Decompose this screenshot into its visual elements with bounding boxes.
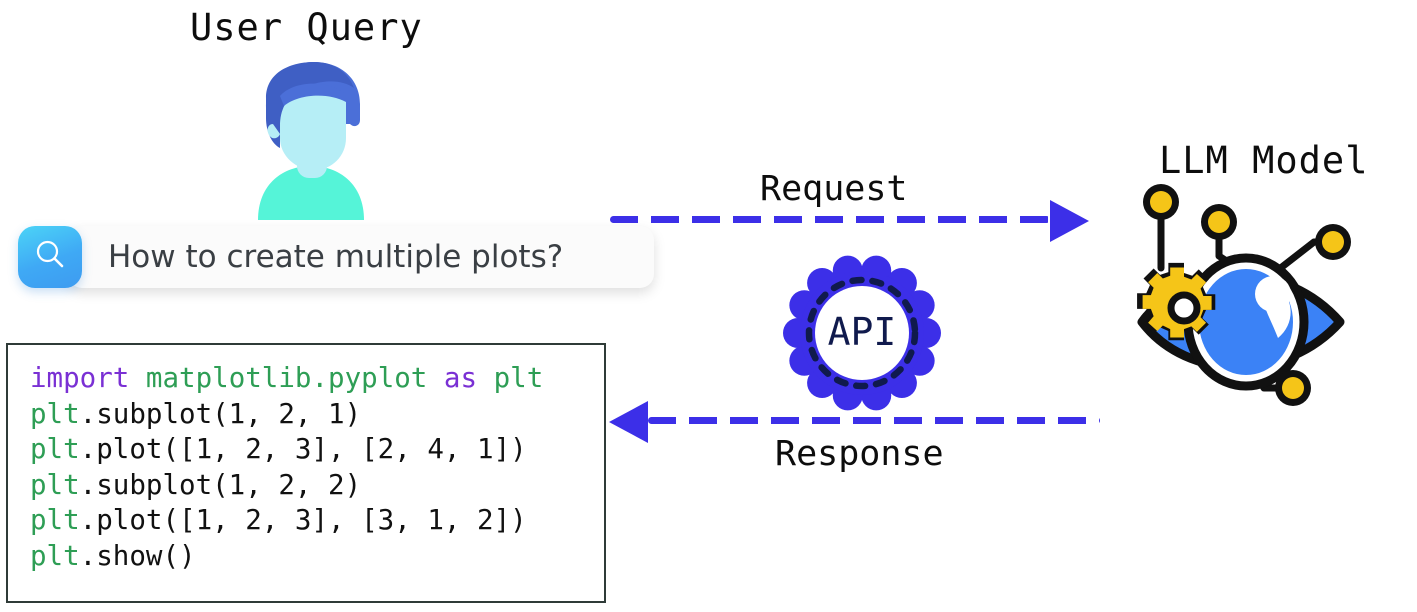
api-gear-icon: API [772,243,952,423]
code-token-plain: .show() [79,539,196,572]
response-arrow-head-icon [609,401,648,443]
search-icon-container[interactable] [18,226,82,288]
llm-model-title: LLM Model [1159,139,1369,182]
magnifier-icon [33,238,67,276]
code-token-plain: .subplot(1, 2, 2) [79,468,362,501]
code-token-module: plt [493,362,544,394]
code-line: plt.show() [30,539,604,575]
code-token-module: plt [30,504,80,536]
code-token-module: plt [30,397,80,430]
api-label: API [828,310,897,354]
code-token-plain: .subplot(1, 2, 1) [79,397,362,430]
response-arrow-line [648,417,1100,424]
search-input-value: How to create multiple plots? [108,239,564,275]
code-token-plain: .plot([1, 2, 3], [3, 1, 2]) [79,504,527,536]
request-arrow-head-icon [1050,200,1089,242]
search-bar[interactable]: How to create multiple plots? [18,226,654,288]
code-token-plain: .plot([1, 2, 3], [2, 4, 1]) [79,433,527,465]
search-input[interactable]: How to create multiple plots? [68,226,654,288]
code-line: plt.plot([1, 2, 3], [3, 1, 2]) [30,503,604,539]
user-avatar-icon [228,52,399,222]
request-label: Request [760,169,908,209]
code-line: plt.subplot(1, 2, 1) [30,397,604,433]
code-token-keyword: as [443,362,494,394]
request-arrow-line [610,216,1050,223]
code-token-keyword: import [30,362,146,394]
code-token-module: plt [30,468,80,501]
code-token-module: plt [30,433,80,465]
code-line: import matplotlib.pyplot as plt [30,361,604,397]
code-line: plt.plot([1, 2, 3], [2, 4, 1]) [30,432,604,468]
code-token-module: matplotlib.pyplot [145,362,444,394]
eye-network-icon [1118,182,1378,422]
user-query-title: User Query [190,6,423,49]
code-token-module: plt [30,539,80,572]
response-label: Response [775,434,944,474]
code-line: plt.subplot(1, 2, 2) [30,468,604,504]
